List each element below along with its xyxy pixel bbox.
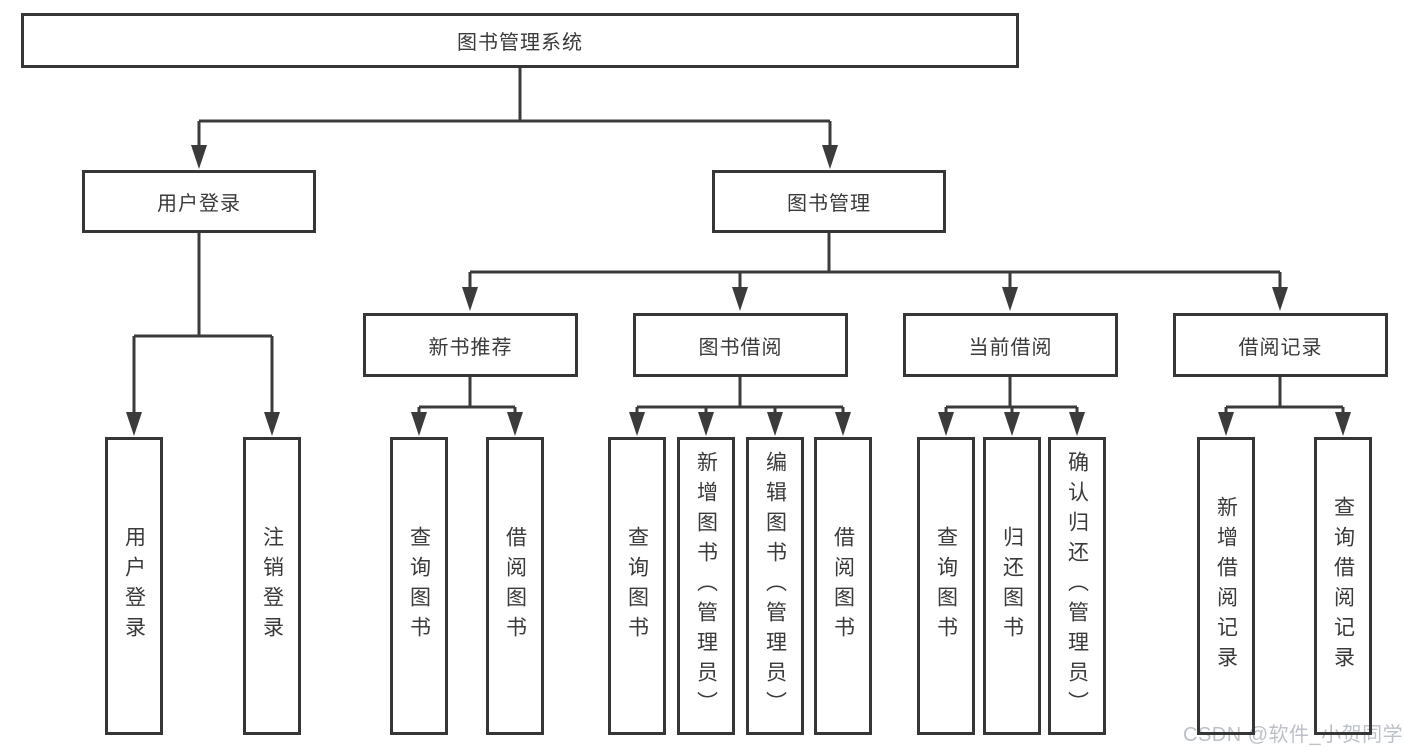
node-borrow-records: 借阅记录 bbox=[1173, 313, 1388, 377]
leaf-recommend-query-books-label: 查询图书 bbox=[407, 526, 431, 646]
leaf-borrow-borrow-books-label: 借阅图书 bbox=[831, 526, 855, 646]
leaf-add-borrow-record-label: 新增借阅记录 bbox=[1214, 496, 1238, 676]
leaf-logout: 注销登录 bbox=[243, 437, 301, 735]
leaf-recommend-borrow-books-label: 借阅图书 bbox=[503, 526, 527, 646]
leaf-borrow-borrow-books: 借阅图书 bbox=[814, 437, 872, 735]
node-user-login: 用户登录 bbox=[82, 170, 316, 233]
leaf-add-book-admin-label: 新增图书（管理员） bbox=[694, 451, 718, 721]
leaf-borrow-query-books-label: 查询图书 bbox=[625, 526, 649, 646]
leaf-edit-book-admin-label: 编辑图书（管理员） bbox=[763, 451, 787, 721]
leaf-add-borrow-record: 新增借阅记录 bbox=[1197, 437, 1255, 735]
leaf-recommend-borrow-books: 借阅图书 bbox=[486, 437, 544, 735]
leaf-return-books-label: 归还图书 bbox=[1000, 526, 1024, 646]
leaf-query-borrow-record-label: 查询借阅记录 bbox=[1331, 496, 1355, 676]
leaf-confirm-return-admin: 确认归还（管理员） bbox=[1048, 437, 1106, 735]
leaf-recommend-query-books: 查询图书 bbox=[390, 437, 448, 735]
node-root: 图书管理系统 bbox=[21, 13, 1019, 68]
csdn-watermark: CSDN @软件_小贺同学 bbox=[1183, 724, 1404, 746]
leaf-confirm-return-admin-label: 确认归还（管理员） bbox=[1065, 451, 1089, 721]
leaf-user-login: 用户登录 bbox=[105, 437, 163, 735]
leaf-user-login-label: 用户登录 bbox=[122, 526, 146, 646]
leaf-current-query-books: 查询图书 bbox=[917, 437, 975, 735]
leaf-add-book-admin: 新增图书（管理员） bbox=[677, 437, 735, 735]
leaf-logout-label: 注销登录 bbox=[260, 526, 284, 646]
node-book-borrow: 图书借阅 bbox=[633, 313, 848, 377]
leaf-current-query-books-label: 查询图书 bbox=[934, 526, 958, 646]
leaf-query-borrow-record: 查询借阅记录 bbox=[1314, 437, 1372, 735]
node-book-management: 图书管理 bbox=[712, 170, 946, 233]
leaf-borrow-query-books: 查询图书 bbox=[608, 437, 666, 735]
leaf-edit-book-admin: 编辑图书（管理员） bbox=[746, 437, 804, 735]
arrowheads bbox=[126, 145, 1351, 436]
node-new-book-recommend: 新书推荐 bbox=[363, 313, 578, 377]
node-current-borrow: 当前借阅 bbox=[903, 313, 1118, 377]
leaf-return-books: 归还图书 bbox=[983, 437, 1041, 735]
